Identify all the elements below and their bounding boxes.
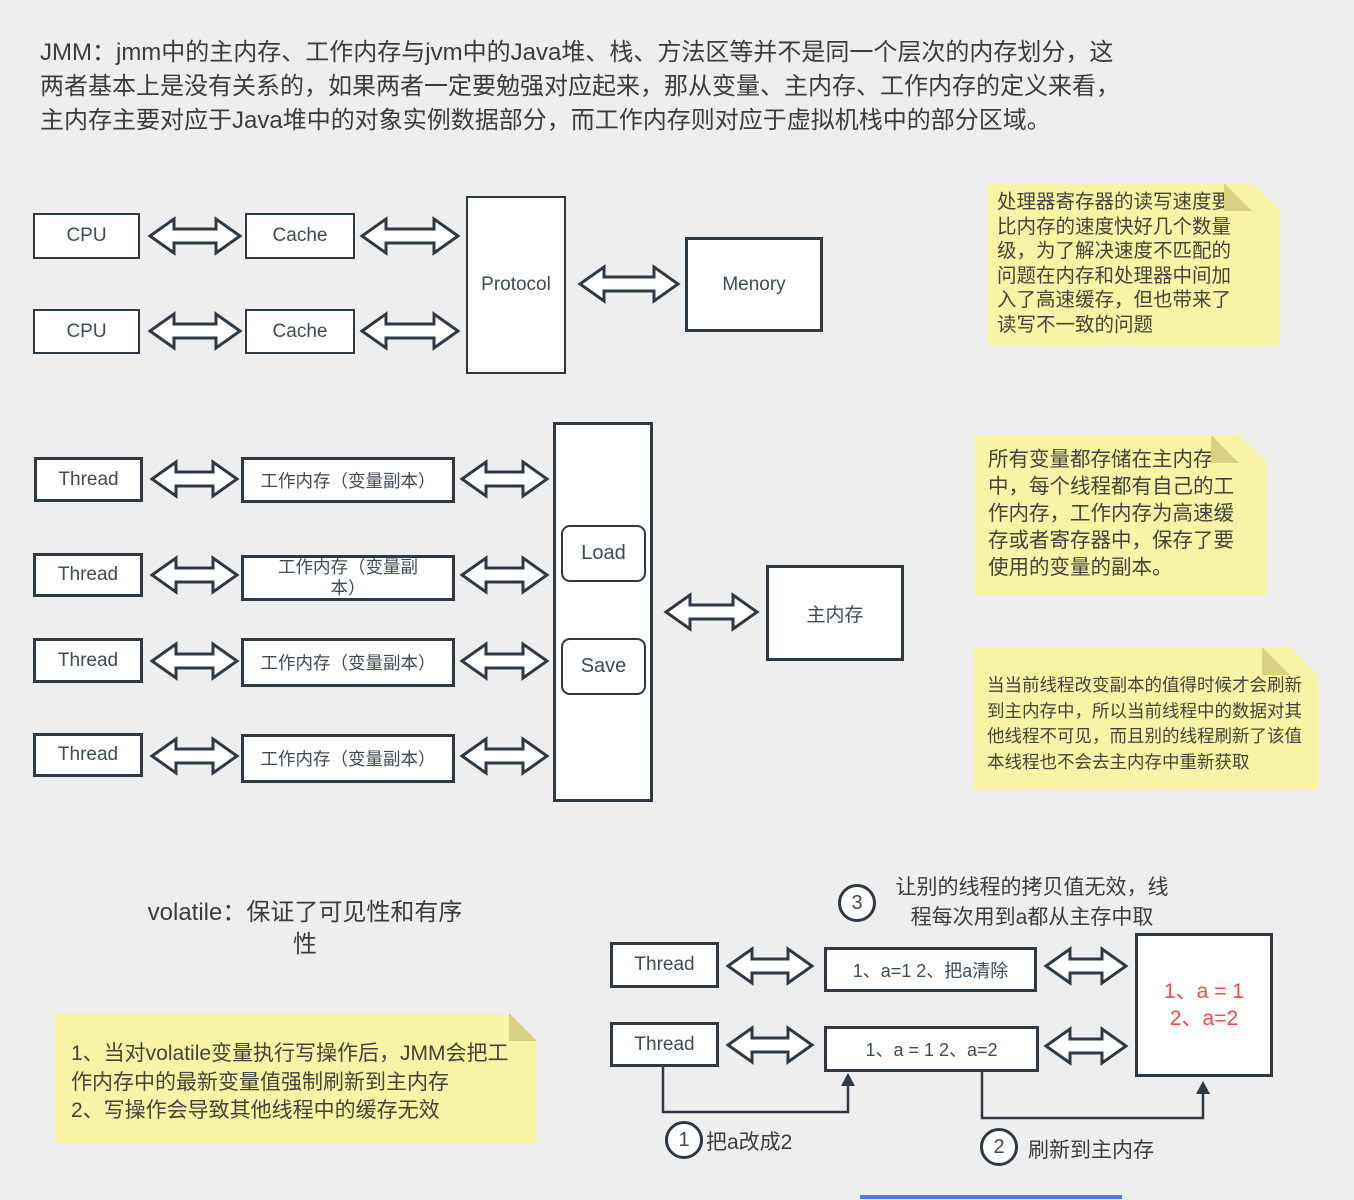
volatile-main-memory-box: 1、a = 1 2、a=2 bbox=[1135, 933, 1273, 1077]
cache-box-2: Cache bbox=[245, 309, 355, 354]
protocol-box: Protocol bbox=[466, 196, 566, 374]
load-save-container-box bbox=[553, 422, 653, 802]
volatile-working-box-a: 1、a=1 2、把a清除 bbox=[824, 947, 1037, 992]
step1-label: 把a改成2 bbox=[706, 1131, 793, 1154]
thread-box-2: Thread bbox=[33, 553, 143, 597]
thread-box-1: Thread bbox=[34, 457, 143, 502]
intro-paragraph: JMM：jmm中的主内存、工作内存与jvm中的Java堆、栈、方法区等并不是同一… bbox=[40, 39, 1120, 134]
volatile-working-box-b: 1、a = 1 2、a=2 bbox=[824, 1026, 1039, 1072]
step1-circle-badge: 1 bbox=[665, 1121, 703, 1159]
step3-label: 让别的线程的拷贝值无效，线 程每次用到a都从主存中取 bbox=[895, 876, 1169, 929]
step2-label: 刷新到主内存 bbox=[1028, 1139, 1154, 1162]
volatile-thread-box-b: Thread bbox=[610, 1022, 719, 1067]
working-memory-box-3: 工作内存（变量副本） bbox=[241, 638, 455, 687]
note-register-speed: 处理器寄存器的读写速度要 比内存的速度快好几个数量 级，为了解决速度不匹配的 问… bbox=[988, 183, 1280, 345]
save-box: Save bbox=[561, 638, 646, 695]
cache-box-1: Cache bbox=[245, 213, 355, 259]
working-memory-box-4: 工作内存（变量副本） bbox=[241, 734, 455, 783]
note-refresh-rule: 当当前线程改变副本的值得时候才会刷新 到主内存中，所以当前线程中的数据对其 他线… bbox=[973, 647, 1318, 790]
working-memory-box-1: 工作内存（变量副本） bbox=[241, 457, 455, 503]
thread-box-3: Thread bbox=[33, 638, 143, 683]
volatile-title: volatile：保证了可见性和有序 性 bbox=[147, 899, 463, 958]
bottom-blue-line bbox=[860, 1195, 1122, 1199]
note-volatile-points: 1、当对volatile变量执行写操作后，JMM会把工 作内存中的最新变量值强制… bbox=[55, 1013, 537, 1143]
note-fold-icon bbox=[509, 1013, 537, 1041]
cpu-box-1: CPU bbox=[33, 213, 140, 259]
memory-box: Menory bbox=[685, 237, 823, 332]
cpu-box-2: CPU bbox=[33, 309, 140, 354]
thread-box-4: Thread bbox=[33, 733, 143, 777]
main-memory-box: 主内存 bbox=[766, 565, 904, 661]
step3-circle-badge: 3 bbox=[838, 884, 876, 922]
step2-circle-badge: 2 bbox=[980, 1128, 1018, 1166]
load-box: Load bbox=[561, 525, 646, 582]
volatile-thread-box-a: Thread bbox=[610, 942, 719, 988]
working-memory-box-2: 工作内存（变量副 本） bbox=[241, 555, 455, 601]
